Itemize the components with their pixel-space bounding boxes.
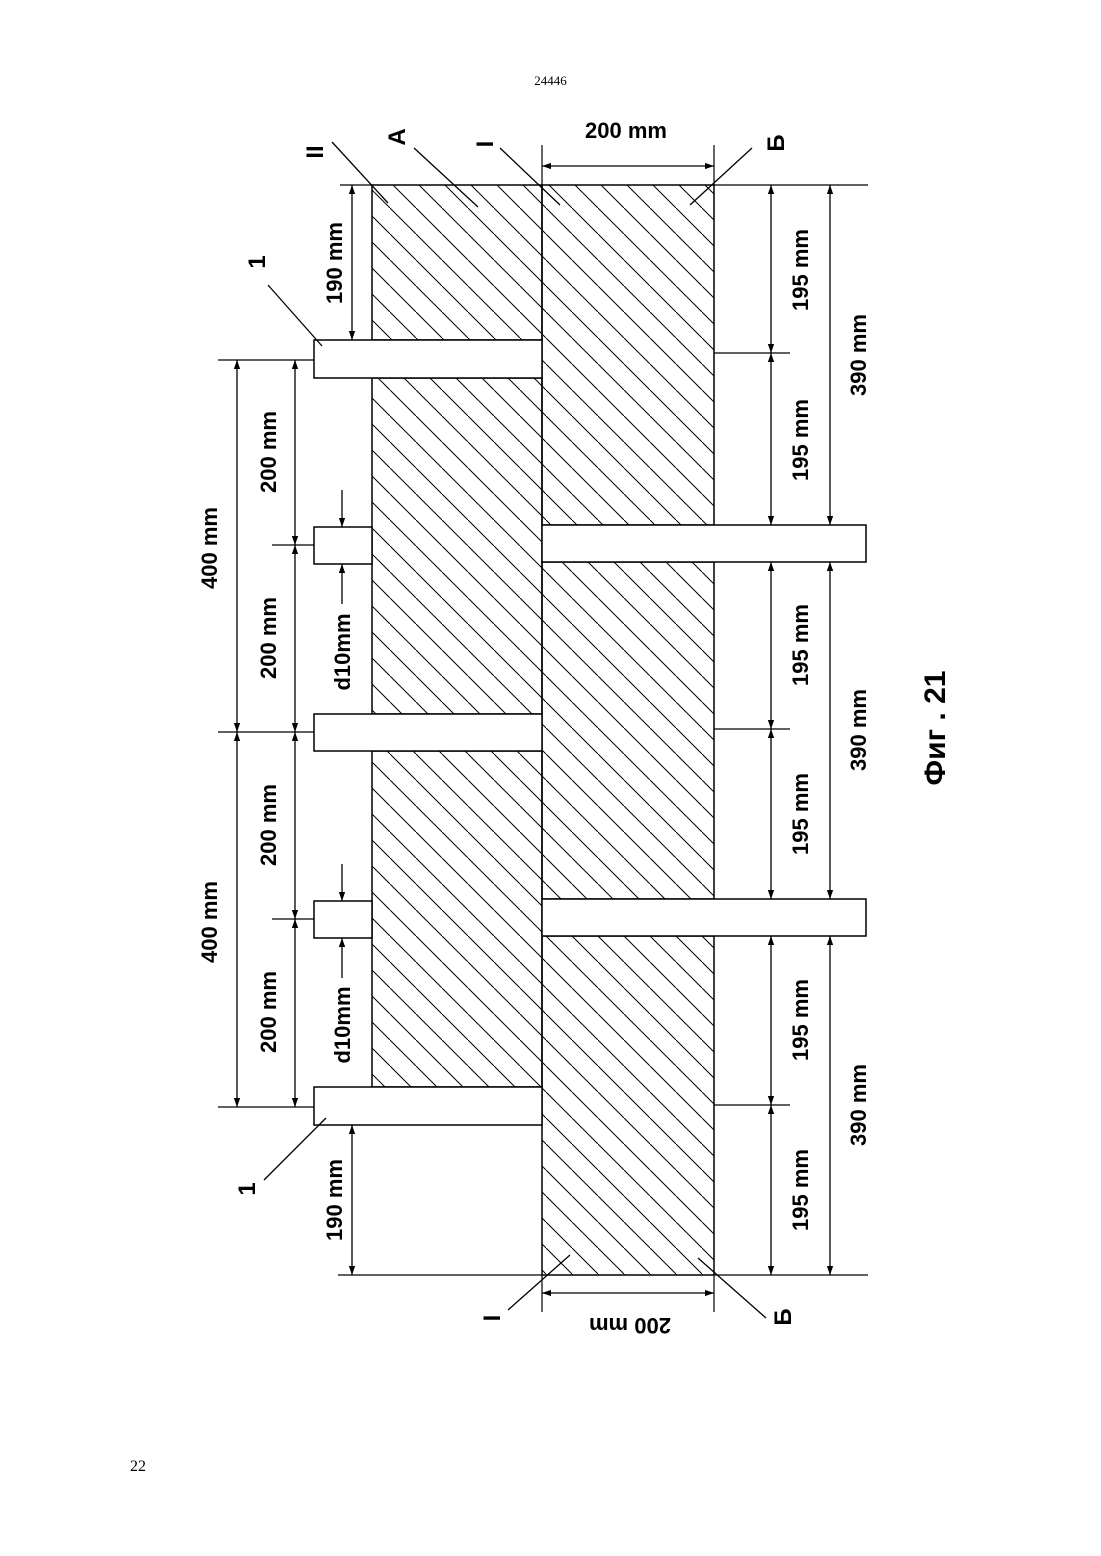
- label-tie-1-top: 1: [244, 255, 271, 268]
- block-left-2: [372, 378, 542, 714]
- tie-joint-3: [314, 1087, 542, 1125]
- block-left-1: [372, 185, 542, 340]
- page-number: 22: [130, 1458, 146, 1476]
- right-joint-2: [542, 899, 866, 936]
- dim-label-390-2: 390 mm: [846, 689, 871, 771]
- tie-stub-1: [314, 527, 372, 564]
- label-block-B-top: Б: [763, 134, 790, 151]
- label-section-II: II: [302, 145, 329, 158]
- figure-caption: Фиг . 21: [919, 671, 952, 786]
- dim-label-190-bottom: 190 mm: [322, 1159, 347, 1241]
- dim-label-400-a: 400 mm: [197, 507, 222, 589]
- tie-stub-2: [314, 901, 372, 938]
- label-section-I-bottom: I: [479, 1315, 506, 1322]
- label-tie-1-bottom: 1: [234, 1182, 261, 1195]
- block-right-2: [542, 562, 714, 899]
- dim-label-200-1: 200 mm: [256, 411, 281, 493]
- dim-label-width-top: 200 mm: [585, 118, 667, 143]
- label-block-A: А: [384, 128, 411, 145]
- dim-label-195-5: 195 mm: [788, 979, 813, 1061]
- dim-label-195-1: 195 mm: [788, 229, 813, 311]
- dim-label-200-3: 200 mm: [256, 784, 281, 866]
- dim-label-d10-1: d10mm: [330, 613, 355, 690]
- dim-label-195-6: 195 mm: [788, 1149, 813, 1231]
- dim-label-d10-2: d10mm: [330, 986, 355, 1063]
- dim-label-200-4: 200 mm: [256, 971, 281, 1053]
- tie-joint-1: [314, 340, 542, 378]
- block-left-3: [372, 751, 542, 1087]
- dim-label-390-1: 390 mm: [846, 314, 871, 396]
- label-block-B-bottom: Б: [770, 1308, 797, 1325]
- dim-label-390-3: 390 mm: [846, 1064, 871, 1146]
- block-right-3: [542, 936, 714, 1275]
- dim-label-400-b: 400 mm: [197, 881, 222, 963]
- tie-joint-2: [314, 714, 542, 751]
- right-joint-1: [542, 525, 866, 562]
- dim-label-195-3: 195 mm: [788, 604, 813, 686]
- block-right-1: [542, 185, 714, 525]
- dim-label-width-bottom: 200 mm: [589, 1313, 671, 1338]
- dim-label-195-2: 195 mm: [788, 399, 813, 481]
- dim-label-195-4: 195 mm: [788, 773, 813, 855]
- label-section-I-top: I: [472, 141, 499, 148]
- dim-label-200-2: 200 mm: [256, 597, 281, 679]
- dim-label-190-top: 190 mm: [322, 222, 347, 304]
